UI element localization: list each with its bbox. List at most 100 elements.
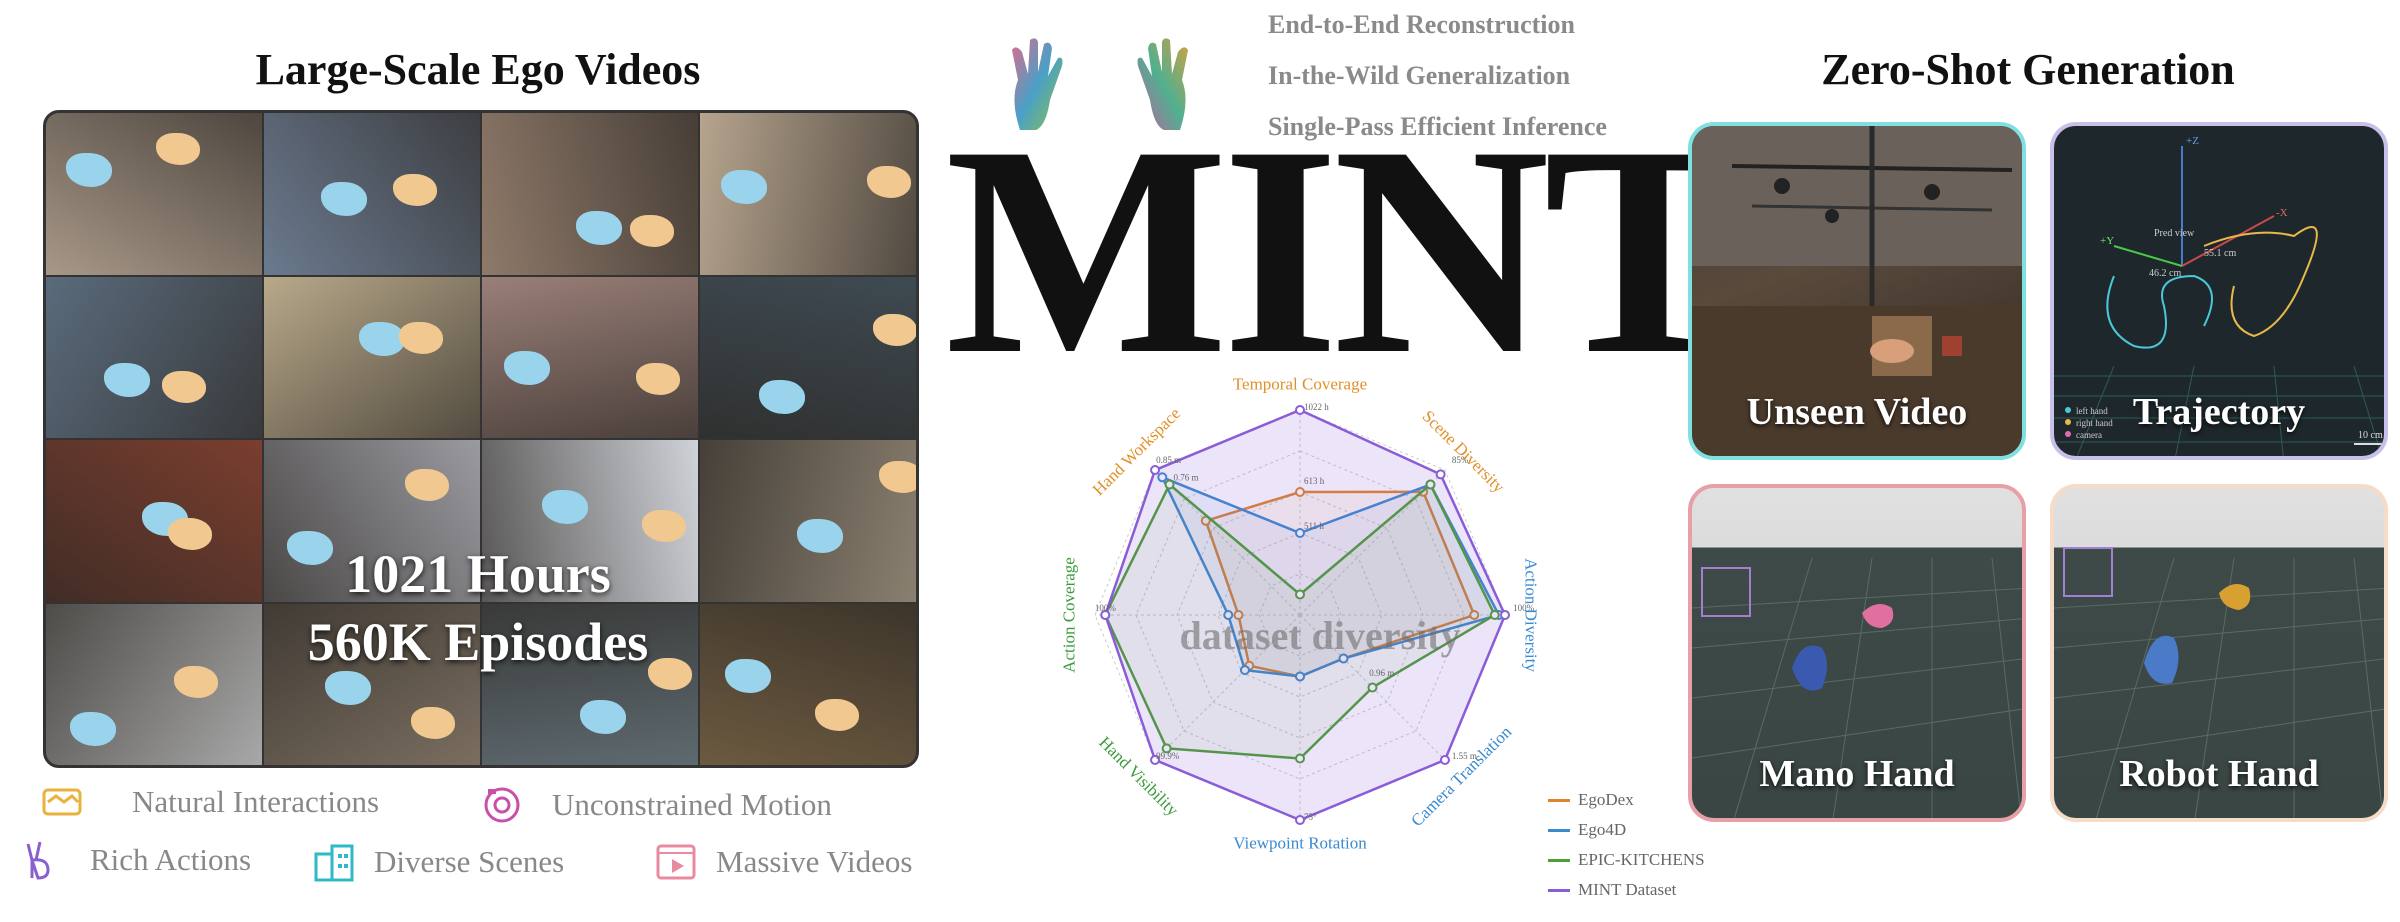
tick-label: 99.9% <box>1156 751 1180 761</box>
legend-right-hand: right hand <box>2076 418 2113 428</box>
panel-label: Mano Hand <box>1759 753 1955 795</box>
panel-label: Robot Hand <box>2119 753 2319 795</box>
video-tile <box>700 113 916 275</box>
hand-overlay <box>759 379 805 414</box>
tick-label: 1022 h <box>1304 402 1329 412</box>
hand-overlay <box>642 510 686 542</box>
data-point <box>1295 753 1305 764</box>
legend-label: MINT Dataset <box>1578 880 1677 899</box>
data-point <box>1295 589 1305 600</box>
video-tile <box>264 276 480 438</box>
legend-item: Ego4D <box>1548 820 1705 840</box>
legend-swatch <box>1548 888 1570 892</box>
buildings-icon <box>314 844 354 882</box>
data-point <box>1239 665 1250 676</box>
hand-overlay <box>70 711 116 746</box>
hours-text: 1021 Hours <box>345 544 611 604</box>
legend-item: EgoDex <box>1548 790 1705 810</box>
axis-label: Temporal Coverage <box>1233 374 1367 393</box>
tick-label: 613 h <box>1304 476 1325 486</box>
episodes-text: 560K Episodes <box>307 612 649 672</box>
hand-overlay <box>162 370 206 403</box>
data-point <box>1489 610 1500 620</box>
left-heading: Large-Scale Ego Videos <box>255 45 701 94</box>
hand-overlay <box>648 657 692 690</box>
data-point <box>1295 671 1305 682</box>
panel-trajectory: +Z -X +Y Pred view 55.1 cm 46.2 cm left … <box>2050 122 2388 460</box>
data-point <box>1150 754 1161 765</box>
camera-icon <box>484 787 520 823</box>
data-point <box>1157 472 1168 483</box>
video-tile <box>264 440 480 602</box>
hand-overlay <box>797 519 843 553</box>
tick-label: 511 h <box>1304 521 1324 531</box>
hand-overlay <box>725 658 771 693</box>
video-tile <box>700 440 916 602</box>
workshop-scene <box>1692 126 2022 456</box>
data-point <box>1100 610 1111 620</box>
mint-title: MINT <box>945 84 1744 416</box>
video-tile <box>482 603 698 765</box>
data-point <box>1500 610 1510 620</box>
hand-overlay <box>399 321 443 354</box>
legend-left-hand: left hand <box>2076 406 2108 416</box>
feature-label: Massive Videos <box>716 844 913 879</box>
tick-label: 75° <box>1304 812 1317 822</box>
panel-robot-hand: Robot Hand <box>2050 484 2388 822</box>
hand-overlay <box>321 182 367 216</box>
colored-hands-logo <box>1012 38 1188 130</box>
video-play-icon <box>656 844 696 880</box>
hand-overlay <box>359 321 405 356</box>
hand-overlay <box>867 166 911 198</box>
tick-label: 1.55 m <box>1452 751 1477 761</box>
hand-overlay <box>580 699 626 734</box>
tick-label: 85% <box>1452 455 1469 465</box>
legend-label: EgoDex <box>1578 790 1634 809</box>
panel-label: Unseen Video <box>1746 391 1968 433</box>
data-point <box>1233 610 1244 620</box>
tick-label: 0.96 m <box>1369 668 1394 678</box>
tick-label: 0.85 m <box>1156 455 1181 465</box>
hand-overlay <box>576 211 622 245</box>
legend-camera: camera <box>2076 430 2102 440</box>
hand-overlay <box>287 531 333 565</box>
legend-swatch <box>1548 798 1570 802</box>
axis-label: Viewpoint Rotation <box>1233 834 1367 853</box>
distance-readout: 55.1 cm <box>2204 248 2236 259</box>
claim-generalization: In-the-Wild Generalization <box>1268 61 1571 90</box>
hand-overlay <box>168 518 212 550</box>
radar-ring <box>1094 409 1506 821</box>
feature-label: Rich Actions <box>90 842 252 877</box>
video-tile <box>482 113 698 275</box>
video-tile <box>46 440 262 602</box>
data-point <box>1425 479 1436 490</box>
legend-item: EPIC-KITCHENS <box>1548 850 1705 870</box>
hand-overlay <box>636 362 680 395</box>
hand-overlay <box>873 313 916 346</box>
panel-label: Trajectory <box>2132 391 2306 433</box>
data-point <box>1367 682 1378 693</box>
axis-label: Action Coverage <box>1059 557 1078 673</box>
hand-overlay <box>156 133 200 165</box>
panel-unseen-video: Unseen Video <box>1688 122 2026 460</box>
mano-hand-scene <box>1692 557 2022 818</box>
dataset-size-overlay: 1021 Hours 560K Episodes <box>43 540 913 676</box>
video-tile <box>264 603 480 765</box>
feature-label: Natural Interactions <box>132 784 380 819</box>
video-tile <box>482 440 698 602</box>
data-point <box>1164 479 1175 490</box>
axis-label: Action Diversity <box>1522 558 1541 672</box>
pred-view-label: Pred view <box>2154 228 2195 239</box>
data-point <box>1223 610 1234 620</box>
distance-readout: 46.2 cm <box>2149 268 2181 279</box>
handshake-icon <box>42 788 82 816</box>
video-tile <box>46 113 262 275</box>
hand-overlay <box>174 665 218 698</box>
axis-x-label: -X <box>2276 207 2288 219</box>
hand-overlay <box>879 461 916 493</box>
video-tile <box>700 276 916 438</box>
feature-diverse-scenes: Diverse Scenes <box>312 840 564 884</box>
trajectory-plot: +Z -X +Y Pred view 55.1 cm 46.2 cm left … <box>2054 135 2384 456</box>
data-point <box>1435 469 1446 480</box>
